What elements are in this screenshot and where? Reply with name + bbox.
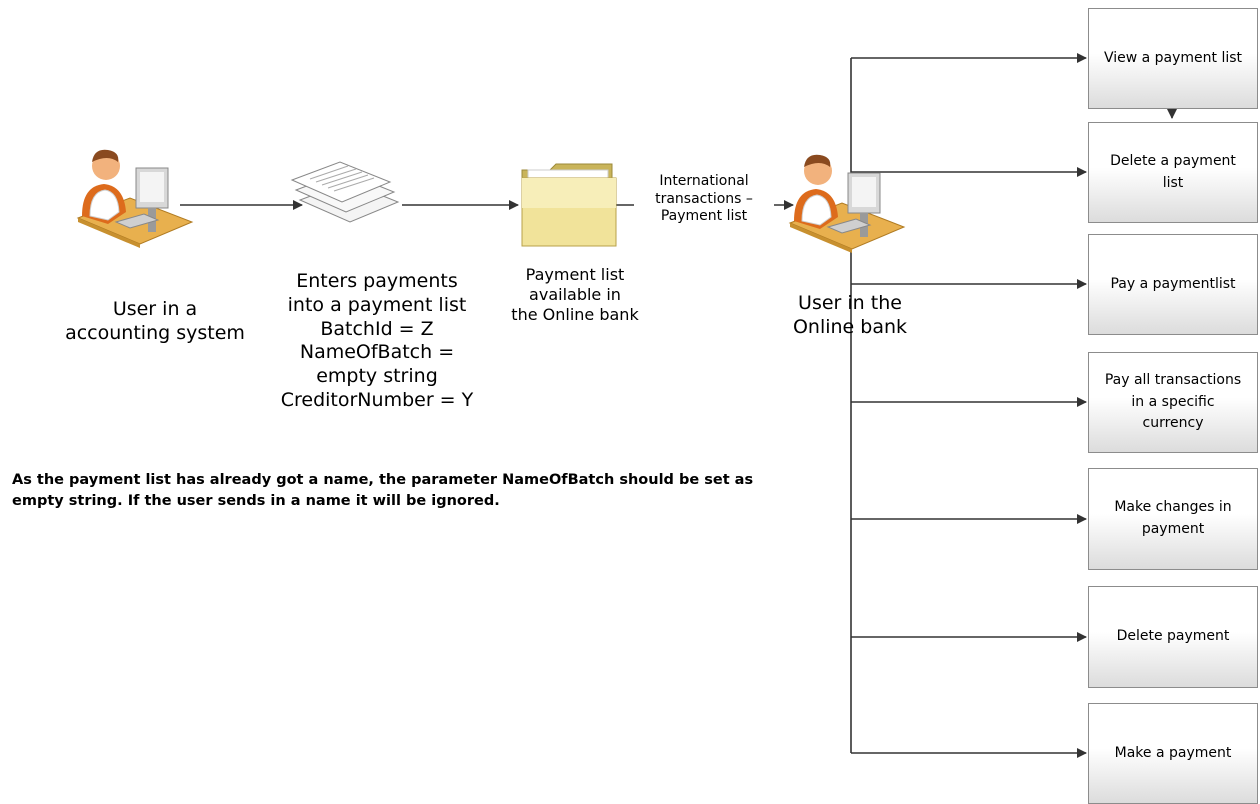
action-delete-payment-list: Delete a payment list bbox=[1088, 122, 1258, 223]
action-pay-all-currency: Pay all transactions in a specific curre… bbox=[1088, 352, 1258, 453]
note-text: As the payment list has already got a na… bbox=[12, 472, 754, 510]
accounting-user-icon bbox=[68, 140, 198, 254]
bank-user-label: User in the Online bank bbox=[792, 292, 908, 338]
documents-icon bbox=[290, 160, 405, 244]
action-delete-payment: Delete payment bbox=[1088, 586, 1258, 688]
accounting-user-label: User in a accounting system bbox=[65, 298, 245, 344]
enter-payments-label: Enters payments into a payment list Batc… bbox=[280, 270, 474, 411]
bank-user-icon bbox=[786, 145, 916, 259]
action-pay-paymentlist: Pay a paymentlist bbox=[1088, 234, 1258, 335]
action-view-payment-list: View a payment list bbox=[1088, 8, 1258, 109]
folder-icon bbox=[520, 162, 620, 252]
action-make-payment: Make a payment bbox=[1088, 703, 1258, 804]
edge-label: International transactions – Payment lis… bbox=[634, 173, 774, 226]
action-make-changes-payment: Make changes in payment bbox=[1088, 468, 1258, 570]
payment-list-label: Payment list available in the Online ban… bbox=[511, 265, 639, 324]
